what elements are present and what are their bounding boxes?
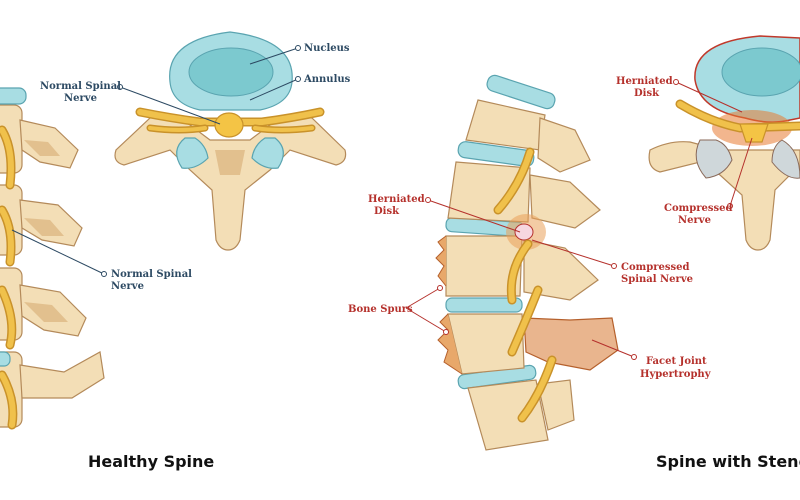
label-normal-nerve-top-line2: Nerve (64, 93, 97, 104)
caption-spine-with-stenosis: Spine with Stenosis (656, 452, 800, 471)
label-normal-nerve-side-line1: Normal Spinal (111, 269, 192, 280)
stenosis-disc-4 (445, 297, 523, 313)
stenosis-process-1 (537, 117, 591, 173)
healthy-vertebra-arch (114, 115, 347, 251)
healthy-nerve-1 (0, 127, 14, 188)
compressed-spinal-nerve (508, 241, 531, 303)
stenosis-nerve-3 (509, 287, 541, 355)
healthy-disc-1 (0, 87, 27, 105)
caption-healthy-spine: Healthy Spine (88, 452, 214, 471)
label-herniated-side-line2: Disk (374, 206, 400, 217)
label-facet-line2: Hypertrophy (640, 369, 712, 380)
stenosis-disc-1 (486, 74, 556, 110)
healthy-spinal-cord (214, 112, 244, 138)
label-normal-nerve-top-line1: Normal Spinal (40, 81, 121, 92)
stenosis-facet-left (695, 139, 733, 179)
label-herniated-side-line1: Herniated (368, 194, 425, 205)
stenosis-vertebra-5 (467, 379, 549, 451)
healthy-facet-left (176, 137, 209, 169)
label-bone-spurs: Bone Spurs (348, 304, 413, 315)
label-herniated-top-line1: Herniated (616, 76, 673, 87)
stenosis-vertebra-4 (447, 313, 525, 375)
stenosis-facet-right (771, 139, 800, 179)
label-compressed-top-line2: Nerve (678, 215, 711, 226)
healthy-facet-right (251, 137, 284, 169)
herniated-disk-bulge (514, 223, 534, 241)
label-compressed-side-line1: Compressed (621, 262, 689, 273)
stenosis-process-2 (529, 174, 601, 229)
healthy-spine-side-view (0, 87, 105, 430)
facet-hypertrophy-mass (523, 317, 619, 371)
healthy-nerve-2 (0, 207, 14, 265)
compressed-spinal-cord (739, 123, 769, 143)
stenosis-process-3 (523, 239, 599, 301)
stenosis-process-5 (537, 379, 575, 431)
label-annulus: Annulus (303, 74, 351, 85)
label-normal-nerve-side-line2: Nerve (111, 281, 144, 292)
label-compressed-side-line2: Spinal Nerve (621, 274, 693, 285)
stenosis-nerve-roots (677, 101, 800, 132)
stenosis-nerve-4 (519, 357, 555, 421)
bone-spur-lower (437, 313, 463, 375)
healthy-nerve-3 (0, 287, 15, 348)
bone-spur-upper (435, 235, 447, 287)
label-nucleus: Nucleus (304, 43, 350, 54)
labels-layer: Nucleus Annulus Normal Spinal Nerve Norm… (11, 43, 753, 380)
stenosis-disc-2 (457, 141, 535, 167)
stenosis-spine-top-view (648, 35, 800, 251)
healthy-disc-nucleus (188, 47, 274, 97)
stenosis-disc-nucleus (721, 47, 800, 97)
label-herniated-top-line2: Disk (634, 88, 660, 99)
stenosis-vertebra-2 (447, 161, 531, 223)
healthy-process-4 (19, 351, 105, 399)
stenosis-vertebra-1 (465, 99, 546, 151)
healthy-nerve-4 (0, 372, 16, 428)
stenosis-nerve-1 (495, 149, 533, 213)
stenosis-spine-side-view (435, 74, 619, 451)
healthy-disc-4 (0, 351, 11, 367)
label-compressed-top-line1: Compressed (664, 203, 732, 214)
label-facet-line1: Facet Joint (646, 356, 707, 367)
stenosis-vertebra-arch (648, 141, 800, 251)
healthy-spine-top-view (114, 31, 347, 251)
